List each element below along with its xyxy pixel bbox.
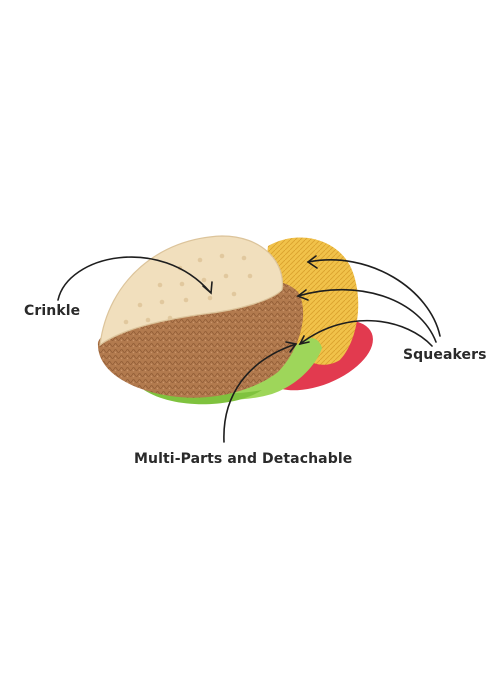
arrow-multi-parts [223, 343, 297, 443]
arrow-crinkle [57, 256, 211, 301]
feature-label-squeakers: Squeakers [403, 347, 487, 363]
feature-label-crinkle: Crinkle [24, 303, 81, 319]
arrow-squeakers [307, 259, 441, 337]
tortilla-dots [123, 253, 253, 325]
feature-label-multi-parts: Multi-Parts and Detachable [134, 451, 353, 467]
